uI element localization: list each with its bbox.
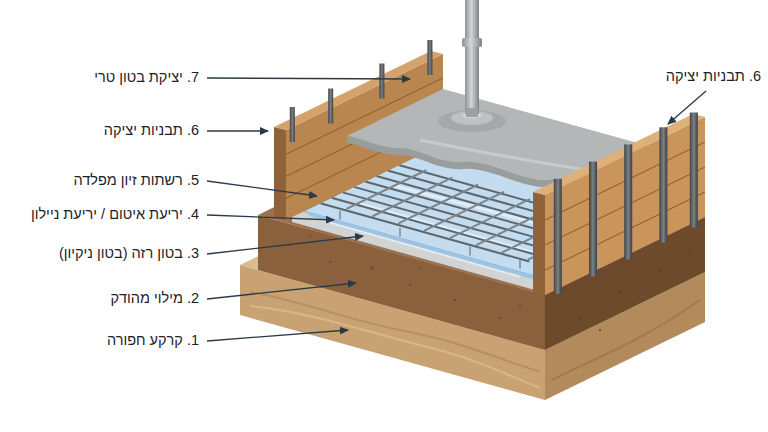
formwork-back-part (274, 127, 286, 220)
leader-lines (207, 78, 706, 341)
formwork-back-part-part (290, 107, 295, 142)
rebar-mesh-part-part (519, 260, 520, 268)
formwork-back-part-part (427, 40, 432, 75)
leader-lines-part (207, 181, 317, 196)
pump-hose-part (466, 108, 478, 117)
formwork-front-part-part (554, 179, 562, 294)
pump-hose (462, 0, 482, 117)
rebar-mesh-part-part (425, 192, 503, 230)
leader-lines-part (207, 330, 348, 341)
callout-label: 3. בטון רזה (בטון ניקיון) (58, 245, 200, 262)
callout-label: 4. יריעת איטום / יריעת ניילון (30, 206, 200, 223)
formwork-back-part-part (379, 64, 384, 99)
rebar-mesh-part-part (399, 228, 400, 236)
formwork-back-part-part (328, 89, 333, 124)
compacted-fill-layer-part-part (419, 267, 421, 269)
rebar-mesh-part-part (451, 199, 529, 237)
leader-lines-part (207, 78, 410, 79)
callout-label: 2. מילוי מהודק (109, 290, 200, 307)
rebar-mesh-part-part (339, 211, 340, 219)
pump-hose-part (465, 0, 479, 114)
leader-lines-part (207, 215, 334, 220)
compacted-fill-layer-part-part (499, 317, 501, 319)
compacted-fill-layer-part-part (309, 235, 311, 237)
compacted-fill-layer-part-part (599, 329, 601, 331)
callout-label: 7. יציקת בטון טרי (93, 69, 200, 86)
leader-lines-part (668, 91, 706, 124)
formwork-front-part-part (659, 127, 667, 242)
rebar-mesh-part (340, 211, 520, 268)
compacted-fill-layer-part-part (409, 284, 411, 286)
rebar-mesh-part-part (332, 198, 539, 256)
compacted-fill-layer-part-part (619, 291, 621, 293)
compacted-fill-layer-part-part (454, 299, 457, 302)
leader-lines-part (207, 130, 268, 131)
compacted-fill-layer-part-part (659, 269, 662, 272)
rebar-mesh-part-part (321, 204, 528, 262)
leader-lines-part (207, 283, 356, 299)
rebar-mesh-part-part (344, 193, 551, 251)
formwork-front-part-part (589, 162, 597, 277)
rebar-mesh-part-part (355, 187, 562, 245)
callout-label: 6. תבניות יציקה (665, 68, 762, 85)
fresh-concrete-part (420, 140, 600, 172)
compacted-fill-layer-part-part (519, 304, 521, 306)
pump-hose-part (462, 38, 482, 47)
formwork-front (533, 113, 705, 296)
formwork-front-part (545, 117, 705, 295)
callout-label: 6. תבניות יציקה (103, 122, 200, 139)
callout-label: 1. קרקע חפורה (106, 332, 200, 349)
rebar-mesh-part-part (399, 185, 477, 223)
compacted-fill-layer-part-part (371, 267, 374, 270)
compacted-fill-layer-part-part (579, 317, 581, 319)
leader-lines-part (207, 236, 363, 254)
rebar-mesh-part-part (373, 178, 451, 216)
formwork-front-part-part (624, 144, 632, 259)
compacted-fill-layer-part-part (689, 249, 691, 251)
formwork-front-part (545, 142, 705, 270)
rebar-mesh-part-part (469, 247, 470, 255)
formwork-front-part-part (690, 113, 698, 228)
compacted-fill-layer-part-part (329, 261, 331, 263)
callout-label: 5. רשתות זיון מפלדה (72, 172, 200, 189)
formwork-front-part (533, 192, 545, 295)
formwork-front-part (554, 113, 698, 294)
